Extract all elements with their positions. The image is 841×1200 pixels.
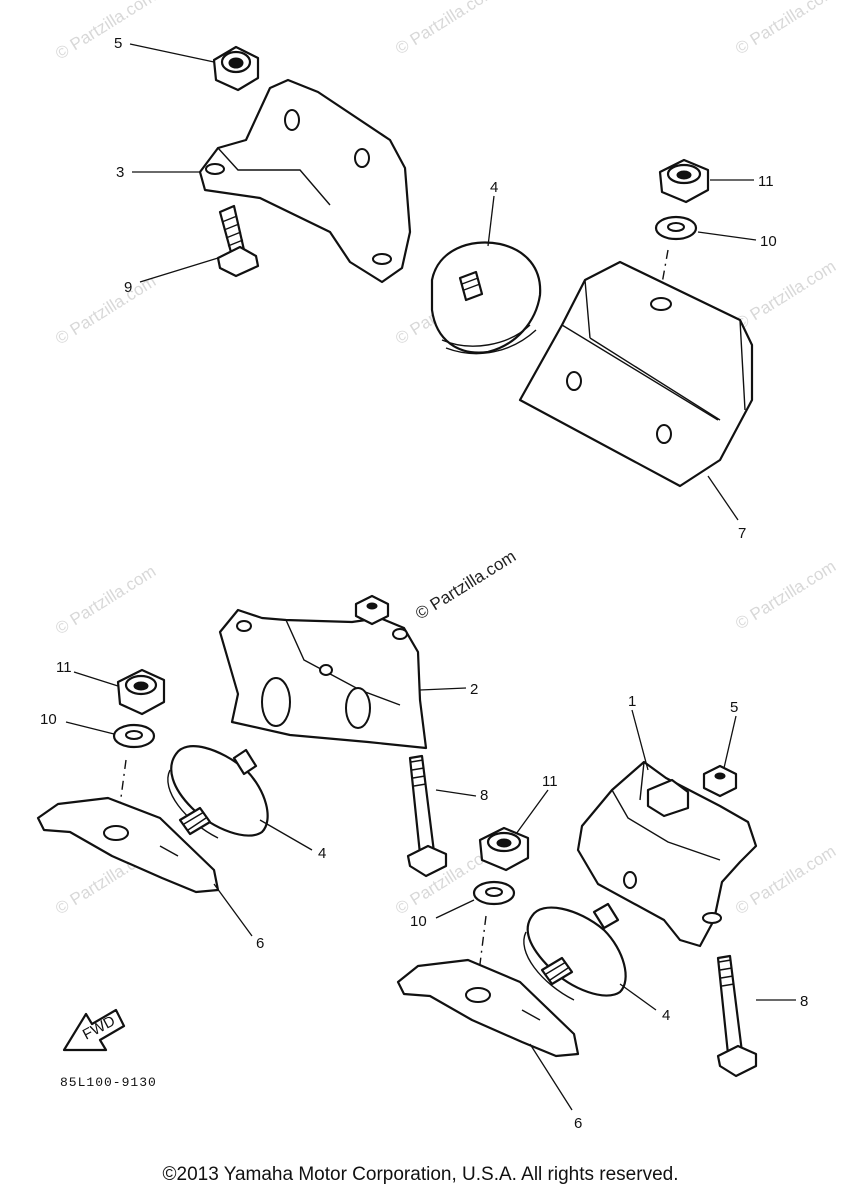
part-10-washer-left [112,723,156,749]
part-6-plate-right [396,958,580,1058]
part-11-nut-top [658,158,710,204]
part-4-rubber-mount-right [523,902,627,1001]
callout-4-right: 4 [662,1007,670,1024]
part-4-rubber-mount-top [430,241,542,355]
callout-2: 2 [470,681,478,698]
callout-6-left: 6 [256,935,264,952]
part-4-rubber-mount-left [167,745,269,839]
watermark: © Partzilla.com [52,562,159,639]
part-9-bolt [216,204,260,278]
watermark-center: © Partzilla.com [412,547,519,624]
part-1-right-bracket [576,760,758,948]
part-11-nut-middle [478,826,530,872]
part-8-bolt-middle [406,754,448,878]
callout-10-middle: 10 [410,913,427,930]
callout-5-top: 5 [114,35,122,52]
callout-6-right: 6 [574,1115,582,1132]
watermark: © Partzilla.com [52,272,159,349]
watermark: © Partzilla.com [732,557,839,634]
part-8-bolt-right [716,954,758,1078]
part-10-washer-top [654,215,698,241]
part-3-upper-bracket [198,78,412,284]
callout-4-left: 4 [318,845,326,862]
callout-8-middle: 8 [480,787,488,804]
callout-11-left: 11 [56,659,72,676]
watermark: © Partzilla.com [52,0,159,63]
forward-arrow-icon: FWD [62,1008,126,1052]
callout-leaders [65,43,796,1111]
diagram-code: 85L100-9130 [60,1075,157,1090]
callout-11-middle: 11 [542,773,558,790]
callout-numbers: 5 3 9 4 11 10 7 2 11 10 4 6 8 11 10 1 5 … [40,35,808,1132]
part-6-plate-left [36,796,220,894]
part-5-nut-top [212,45,260,92]
part-5-nut-middle [354,594,390,626]
callout-3: 3 [116,164,124,181]
callout-10-left: 10 [40,711,57,728]
watermark: © Partzilla.com [732,0,839,58]
callout-4-top: 4 [490,179,498,196]
copyright-notice: ©2013 Yamaha Motor Corporation, U.S.A. A… [162,1164,679,1185]
callout-8-right: 8 [800,993,808,1010]
callout-5-right: 5 [730,699,738,716]
callout-7: 7 [738,525,746,542]
callout-9: 9 [124,279,132,296]
part-2-middle-bracket [218,608,428,750]
part-7-box-bracket [518,260,754,488]
part-5-nut-right [702,764,738,798]
callout-10-top: 10 [760,233,777,250]
part-11-nut-left [116,668,166,716]
centerline-top [659,249,669,296]
callout-1: 1 [628,693,636,710]
callout-11-top: 11 [758,173,774,190]
part-10-washer-middle [472,880,516,906]
watermark: © Partzilla.com [732,257,839,334]
watermark: © Partzilla.com [392,0,499,58]
